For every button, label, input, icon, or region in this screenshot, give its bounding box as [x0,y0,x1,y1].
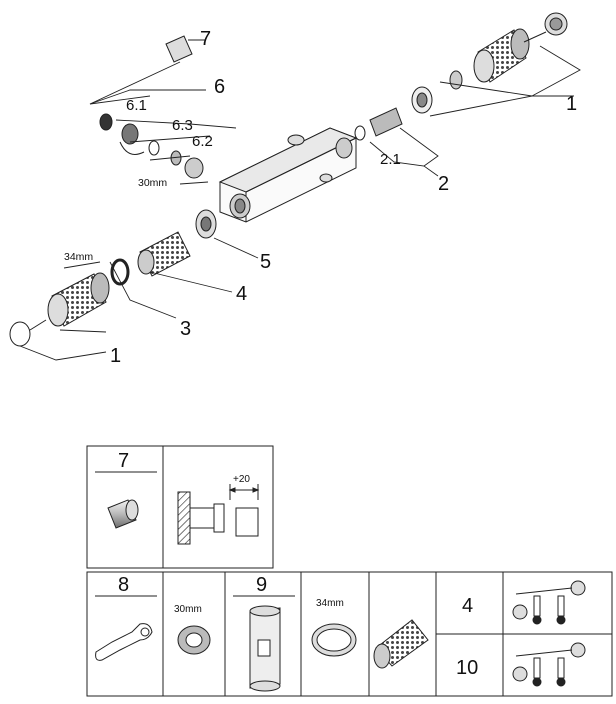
label-part-7: 7 [200,28,211,50]
valve-body [218,127,358,223]
item-8-number: 8 [118,574,129,596]
nut-size-label: 30mm [174,604,202,615]
item-7-dimension: +20 [233,474,250,485]
label-34mm: 34mm [64,251,93,263]
label-part-4: 4 [236,283,247,305]
exploded-view: 7 6 6.1 6.3 6.2 30mm 1 2.1 2 5 4 3 34mm … [9,12,581,367]
label-part-6-2: 6.2 [192,133,213,150]
item-9-number: 9 [256,574,267,596]
cartridge-icon [373,619,429,669]
label-part-5: 5 [260,251,271,273]
kit-a-number: 4 [462,595,473,617]
label-part-2-1: 2.1 [380,151,401,168]
label-part-3: 3 [180,318,191,340]
label-part-1-right: 1 [566,93,577,115]
top-left-parts [99,35,204,179]
wrench-icon [95,623,153,661]
right-small-parts [354,70,463,141]
label-part-2: 2 [438,173,449,195]
thermometer-kit-icon-b [512,642,586,687]
nut-icon [177,625,211,655]
sleeve-icon [249,605,281,692]
leader-lines [19,39,581,361]
exploded-labels: 7 6 6.1 6.3 6.2 30mm 1 2.1 2 5 4 3 34mm … [64,28,577,367]
ring-size-label: 34mm [316,598,344,609]
parts-table: 7 +20 8 [86,445,613,697]
left-small-parts [110,209,217,286]
label-part-6-1: 6.1 [126,97,147,114]
item-7-install-drawing: +20 [177,474,260,545]
right-handle [473,12,568,83]
label-part-6: 6 [214,76,225,98]
item-7-cap-icon [107,499,139,529]
label-part-1-left: 1 [110,345,121,367]
left-handle [9,272,110,347]
label-30mm: 30mm [138,177,167,189]
kit-b-number: 10 [456,657,478,679]
thermometer-kit-icon-a [512,580,586,625]
item-7-number: 7 [118,450,129,472]
ring-icon [311,623,357,657]
item-7-box [86,445,274,569]
label-part-6-3: 6.3 [172,117,193,134]
